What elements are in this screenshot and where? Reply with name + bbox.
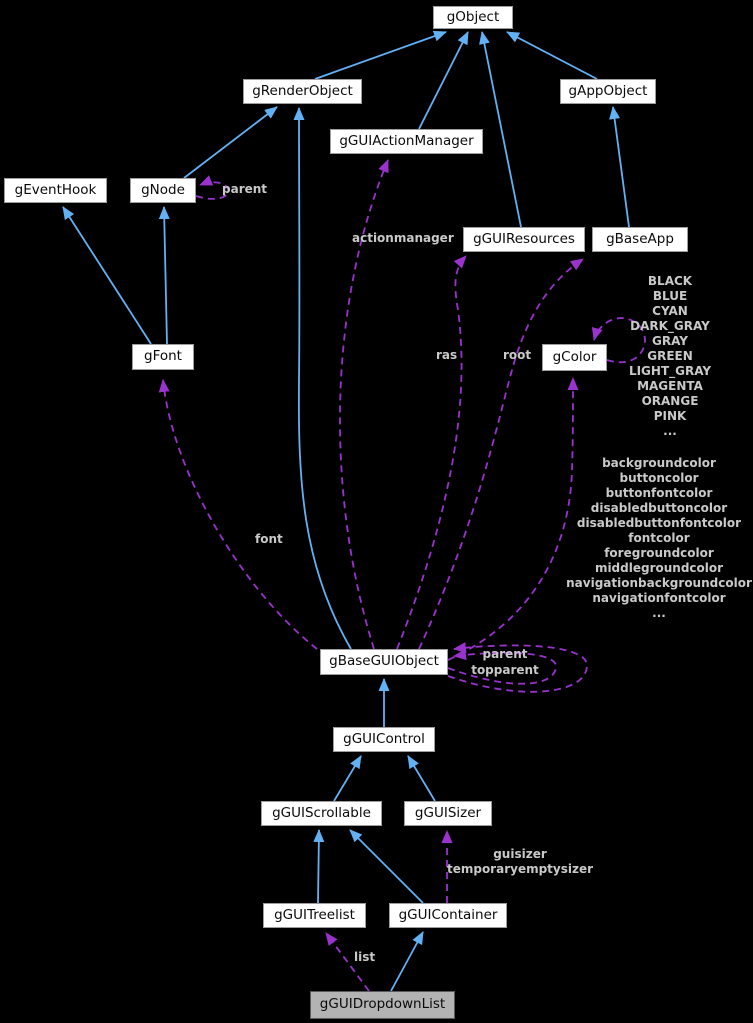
edge-inherit-gguiresources-gobject [479, 31, 522, 228]
edge-inherit-gguiactionmanager-gobject [418, 31, 469, 130]
node-gnode[interactable]: gNode [130, 178, 196, 203]
edge-inherit-grenderobject-gobject [314, 30, 447, 80]
edge-inherit-gbaseguiobject-grenderobject [293, 107, 352, 650]
edge-label-font: font [255, 532, 283, 546]
edge-use-gbaseguiobject-root [418, 258, 584, 650]
edge-inherit-gfont-gnode [158, 206, 170, 345]
edge-use-gbaseguiobject-colors [447, 377, 579, 661]
edge-use-gcolor-constants-selfloop [591, 317, 646, 363]
edge-inherit-gguitreelist-gguiscrollable [313, 829, 325, 904]
edge-label-ras: ras [436, 348, 458, 362]
node-grenderobject[interactable]: gRenderObject [243, 79, 362, 104]
edge-label-gnode-parent: parent [222, 182, 268, 196]
node-gbaseapp[interactable]: gBaseApp [592, 227, 688, 252]
node-gguidropdownlist[interactable]: gGUIDropdownList [310, 991, 455, 1019]
edge-use-gbaseguiobject-ras [396, 255, 467, 650]
edge-inherit-gbaseapp-gappobject [609, 106, 630, 228]
node-gbaseguiobject[interactable]: gBaseGUIObject [320, 649, 448, 675]
node-gguitreelist[interactable]: gGUITreelist [263, 903, 366, 928]
edge-inherit-gguicontainer-gguiscrollable [349, 829, 424, 904]
edge-inherit-gfont-geventhook [62, 206, 152, 345]
edge-use-gguidropdownlist-list [325, 932, 370, 992]
node-gguisizer[interactable]: gGUISizer [404, 801, 492, 826]
node-gfont[interactable]: gFont [132, 344, 194, 370]
edge-label-color-constants: BLACK BLUE CYAN DARK_GRAY GRAY GREEN LIG… [628, 274, 712, 438]
edge-inherit-gguidropdownlist-gguicontainer [390, 931, 424, 992]
edge-use-gbaseguiobject-actionmanager [339, 159, 389, 650]
edge-label-guisizer: guisizer temporaryemptysizer [446, 847, 594, 876]
edge-use-gbaseguiobject-font [158, 379, 318, 650]
node-gappobject[interactable]: gAppObject [560, 79, 656, 104]
node-geventhook[interactable]: gEventHook [4, 178, 107, 203]
node-gguiresources[interactable]: gGUIResources [463, 227, 585, 252]
edge-use-gnode-parent-selfloop [195, 175, 230, 200]
edge-label-root: root [503, 348, 532, 362]
edge-inherit-gnode-grenderobject [183, 106, 278, 179]
edge-label-list: list [354, 950, 376, 964]
edge-inherit-gappobject-gobject [506, 31, 598, 80]
node-gobject[interactable]: gObject [433, 6, 513, 29]
node-gguiactionmanager[interactable]: gGUIActionManager [330, 129, 483, 154]
edge-use-gbaseguiobject-parent-selfloop [447, 649, 557, 685]
edge-label-parent-topparent: parent topparent [471, 647, 539, 677]
node-gguiscrollable[interactable]: gGUIScrollable [261, 801, 382, 826]
edge-inherit-gguiscrollable-gguicontrol [333, 755, 362, 802]
edge-label-color-members: backgroundcolor buttoncolor buttonfontco… [566, 456, 752, 620]
node-gguicontrol[interactable]: gGUIControl [333, 727, 435, 752]
node-gguicontainer[interactable]: gGUIContainer [389, 903, 507, 928]
edge-label-actionmanager: actionmanager [352, 231, 454, 245]
edge-inherit-gguisizer-gguicontrol [407, 755, 436, 802]
node-gcolor[interactable]: gColor [542, 344, 607, 371]
edge-use-gbaseguiobject-topparent-selfloop [447, 642, 588, 693]
